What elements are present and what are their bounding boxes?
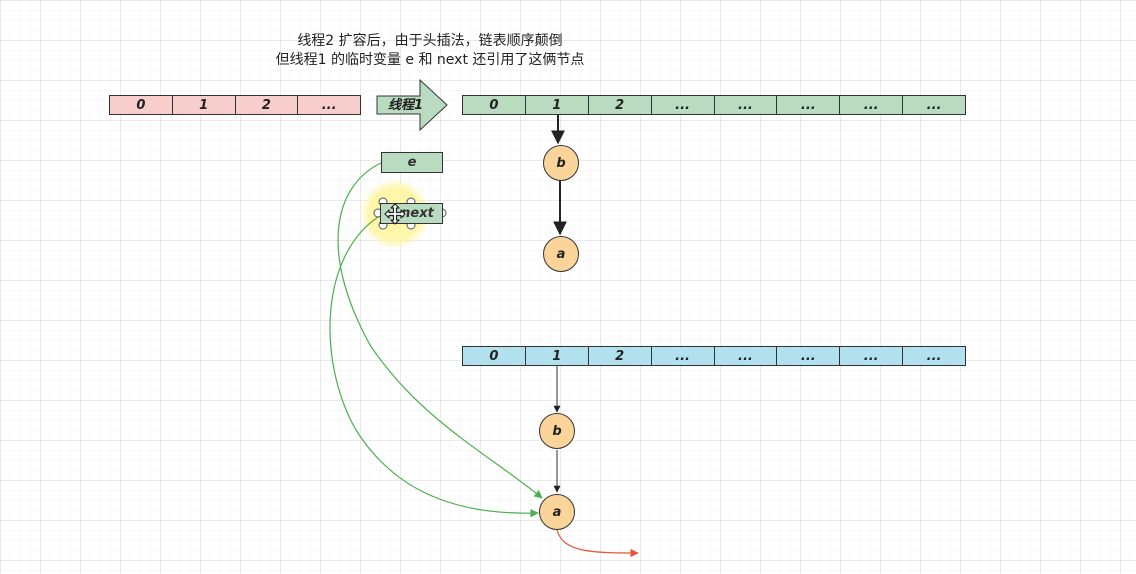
thread-arrow-shape: [376, 78, 448, 132]
old-array-cell: 1: [173, 96, 236, 114]
old-array-cell: 2: [236, 96, 299, 114]
thread-arrow-label: 线程1: [388, 98, 424, 113]
old-array-cell: ...: [321, 97, 337, 113]
bottom-node-b: b: [539, 413, 575, 449]
bottom-table-cell: ...: [777, 347, 841, 365]
caption-line-2: 但线程1 的临时变量 e 和 next 还引用了这俩节点: [275, 52, 585, 68]
top-table: 0 1 2 ... ... ... ... ...: [462, 95, 966, 115]
bottom-table-cell: ...: [840, 347, 904, 365]
caption-line-1: 线程2 扩容后，由于头插法，链表顺序颠倒: [297, 33, 563, 49]
bottom-table-cell: 1: [526, 347, 589, 365]
bottom-table-cell: 0: [463, 347, 526, 365]
bottom-node-a: a: [539, 494, 575, 530]
top-table-cell: ...: [652, 96, 715, 114]
top-table-cell: ...: [715, 96, 778, 114]
top-table-cell: 1: [526, 96, 589, 114]
top-table-cell: 2: [589, 96, 652, 114]
var-e-box[interactable]: e: [381, 152, 443, 173]
next-pointer: [329, 213, 539, 518]
move-cursor-icon: [384, 203, 406, 225]
bottom-table-cell: ...: [926, 348, 942, 364]
top-table-cell: 0: [463, 96, 526, 114]
old-array: 0 1 2 ...: [109, 95, 361, 115]
bottom-table-cell: 2: [589, 347, 652, 365]
top-node-b: b: [543, 145, 579, 181]
bottom-table: 0 1 2 ... ... ... ... ...: [462, 346, 966, 366]
e-pointer: [337, 162, 543, 499]
bottom-table-cell: ...: [652, 347, 715, 365]
top-node-a: a: [543, 236, 579, 272]
top-table-cell: ...: [840, 96, 904, 114]
bottom-table-cell: ...: [715, 347, 778, 365]
old-array-cell: 0: [110, 96, 173, 114]
top-table-cell: ...: [926, 97, 942, 113]
red-next-pointer: [556, 529, 639, 558]
top-table-cell: ...: [777, 96, 841, 114]
